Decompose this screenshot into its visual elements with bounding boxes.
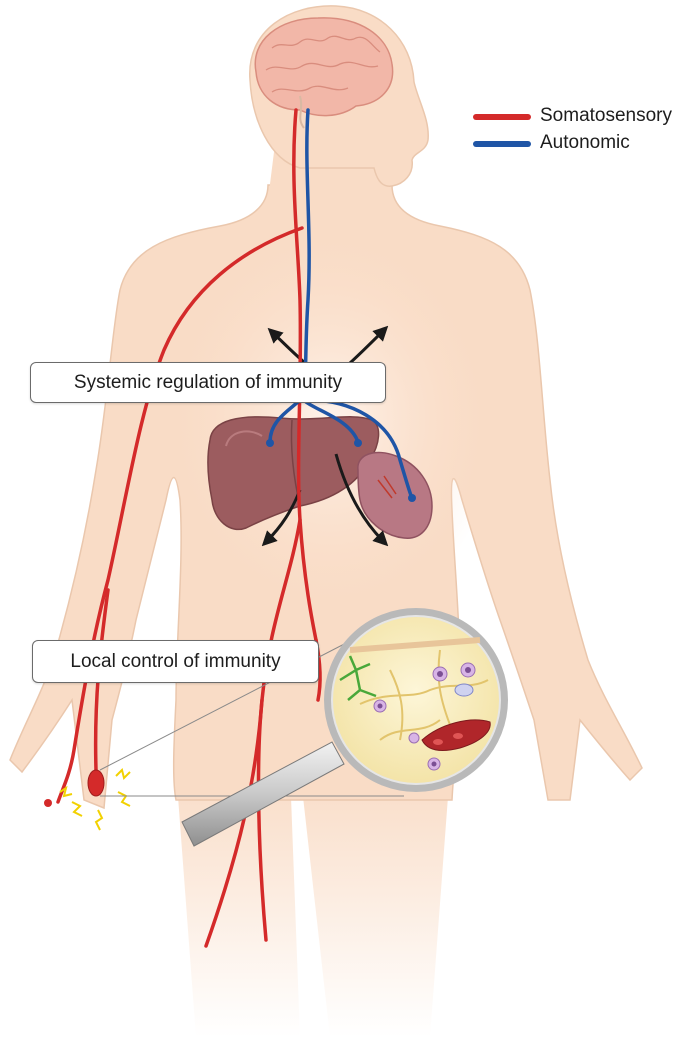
legend-label-autonomic: Autonomic — [540, 132, 630, 153]
brain-icon — [254, 17, 394, 129]
legend-swatch-autonomic — [473, 141, 531, 147]
local-control-callout: Local control of immunity — [32, 640, 319, 683]
systemic-regulation-label: Systemic regulation of immunity — [73, 371, 343, 393]
tissue-detail — [339, 637, 491, 771]
systemic-regulation-callout: Systemic regulation of immunity — [30, 362, 386, 403]
to-liver-right — [304, 400, 360, 444]
legend-item-somatosensory: Somatosensory — [473, 104, 678, 131]
spleen-icon — [357, 451, 433, 539]
legend: Somatosensory Autonomic — [473, 104, 678, 158]
legend-label-somatosensory: Somatosensory — [540, 105, 673, 126]
legend-swatch-somatosensory — [473, 114, 531, 120]
legend-item-autonomic: Autonomic — [473, 131, 678, 158]
magnifying-glass-icon — [181, 608, 508, 847]
human-body-silhouette — [9, 5, 643, 1037]
legs — [176, 770, 450, 1037]
arrow-down-right — [334, 453, 389, 547]
arm-somatosensory — [56, 226, 304, 804]
local-control-label: Local control of immunity — [70, 650, 281, 672]
to-spleen — [306, 398, 414, 500]
nerve-ending-icon — [44, 768, 131, 831]
magnifier-handle — [181, 741, 345, 847]
